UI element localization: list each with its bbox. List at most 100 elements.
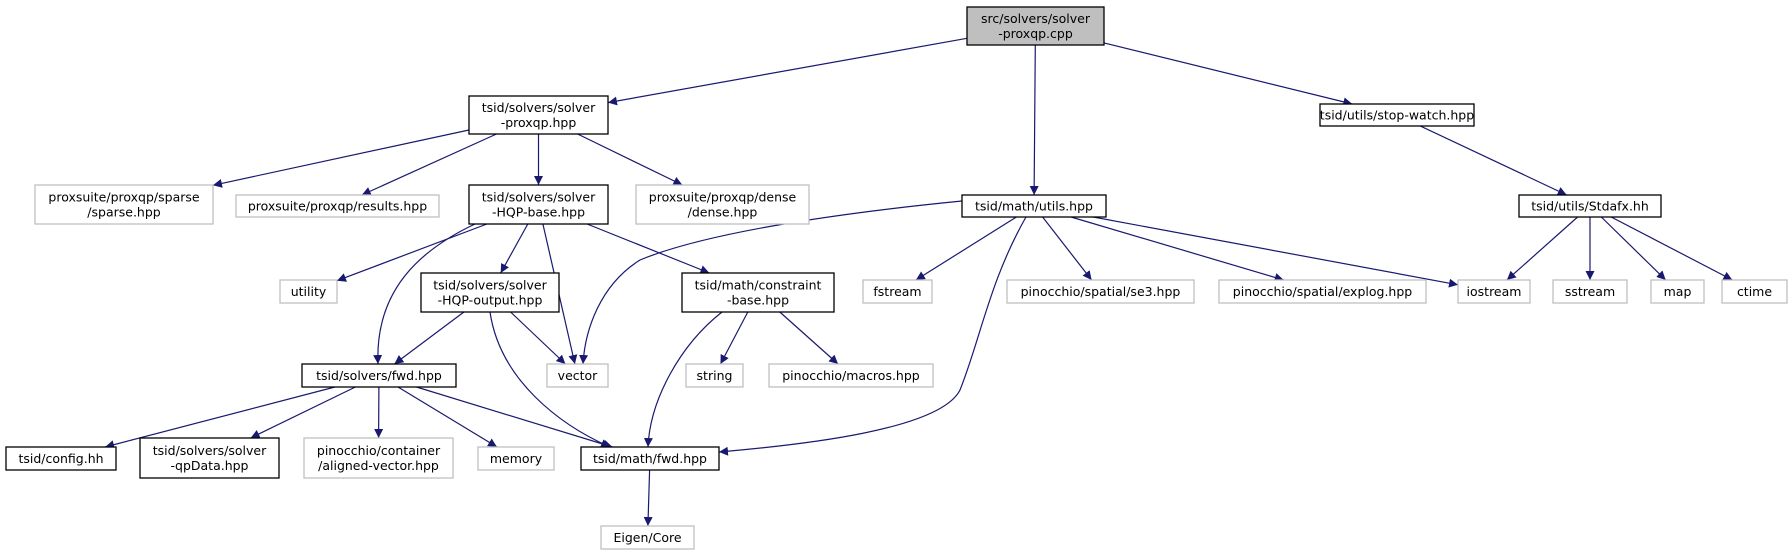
node-box bbox=[1650, 279, 1705, 304]
node-label-line: /dense.hpp bbox=[688, 205, 758, 220]
edge-hqp_base-to-utility bbox=[336, 223, 488, 282]
node-map: map bbox=[1650, 279, 1705, 304]
node-box bbox=[1218, 279, 1427, 304]
node-math-utils[interactable]: tsid/math/utils.hpp bbox=[961, 194, 1107, 218]
node-label-line: tsid/solvers/solver bbox=[482, 190, 596, 205]
edge-solvers_fwd-to-memory bbox=[397, 386, 498, 448]
node-label-line: tsid/solvers/solver bbox=[482, 100, 596, 115]
node-label-line: Eigen/Core bbox=[613, 530, 681, 545]
edge-hqp_output-to-math_fwd bbox=[489, 311, 611, 448]
node-label-line: proxsuite/proxqp/sparse bbox=[48, 190, 199, 205]
node-aligned-vector: pinocchio/container/aligned-vector.hpp bbox=[303, 437, 454, 479]
node-label-line: -proxqp.cpp bbox=[998, 26, 1073, 41]
node-box bbox=[961, 194, 1107, 218]
node-label-line: vector bbox=[558, 368, 599, 383]
edge-math_utils-to-fstream bbox=[915, 216, 1017, 281]
node-box bbox=[5, 446, 117, 471]
node-box bbox=[468, 184, 609, 225]
node-constraint-base[interactable]: tsid/math/constraint-base.hpp bbox=[681, 272, 835, 313]
edge-solvers_fwd-to-math_fwd bbox=[416, 386, 613, 449]
node-box bbox=[303, 437, 454, 479]
edge-math_utils-to-explog bbox=[1070, 216, 1284, 282]
node-label-line: pinocchio/container bbox=[317, 443, 441, 458]
edge-hqp_base-to-constraint_base bbox=[586, 223, 710, 274]
node-label-line: tsid/config.hh bbox=[18, 451, 103, 466]
node-hqp-base[interactable]: tsid/solvers/solver-HQP-base.hpp bbox=[468, 184, 609, 225]
node-box bbox=[1319, 103, 1475, 127]
node-solvers-fwd[interactable]: tsid/solvers/fwd.hpp bbox=[301, 363, 457, 388]
edge-constraint_base-to-math_fwd bbox=[643, 311, 723, 448]
node-iostream: iostream bbox=[1457, 279, 1531, 304]
node-box bbox=[635, 184, 810, 225]
edge-solver_proxqp_hpp-to-prox_dense bbox=[577, 133, 683, 186]
node-label-line: -proxqp.hpp bbox=[501, 115, 577, 130]
edge-solver_proxqp_hpp-to-prox_sparse bbox=[212, 129, 470, 188]
node-box bbox=[600, 525, 695, 550]
node-label-line: /aligned-vector.hpp bbox=[318, 458, 439, 473]
node-math-fwd[interactable]: tsid/math/fwd.hpp bbox=[580, 446, 720, 471]
node-box bbox=[34, 184, 214, 225]
node-prox-dense: proxsuite/proxqp/dense/dense.hpp bbox=[635, 184, 810, 225]
edge-math_utils-to-se3 bbox=[1042, 216, 1093, 281]
node-utility: utility bbox=[279, 279, 338, 304]
edge-solvers_fwd-to-config bbox=[104, 386, 336, 450]
node-prox-sparse: proxsuite/proxqp/sparse/sparse.hpp bbox=[34, 184, 214, 225]
node-se3: pinocchio/spatial/se3.hpp bbox=[1006, 279, 1195, 304]
node-memory: memory bbox=[477, 446, 555, 471]
node-label-line: map bbox=[1664, 284, 1692, 299]
edge-hqp_base-to-solvers_fwd bbox=[373, 223, 476, 365]
node-label-line: -HQP-base.hpp bbox=[492, 205, 585, 220]
node-config[interactable]: tsid/config.hh bbox=[5, 446, 117, 471]
node-label-line: -base.hpp bbox=[727, 293, 789, 308]
node-label-line: src/solvers/solver bbox=[981, 11, 1091, 26]
node-string: string bbox=[685, 363, 744, 388]
node-box bbox=[477, 446, 555, 471]
node-stop-watch[interactable]: tsid/utils/stop-watch.hpp bbox=[1319, 103, 1475, 127]
node-stdafx[interactable]: tsid/utils/Stdafx.hh bbox=[1518, 194, 1662, 218]
node-box bbox=[1721, 279, 1788, 304]
node-label-line: tsid/solvers/solver bbox=[153, 443, 267, 458]
node-box bbox=[768, 363, 934, 388]
node-eigen-core: Eigen/Core bbox=[600, 525, 695, 550]
node-label-line: utility bbox=[291, 284, 327, 299]
node-box bbox=[685, 363, 744, 388]
node-box bbox=[580, 446, 720, 471]
node-label-line: string bbox=[697, 368, 733, 383]
edge-constraint_base-to-string bbox=[719, 311, 749, 365]
node-label-line: -qpData.hpp bbox=[171, 458, 249, 473]
edge-solver_proxqp_hpp-to-prox_results bbox=[361, 133, 497, 196]
edge-hqp_output-to-solvers_fwd bbox=[394, 311, 465, 365]
node-explog: pinocchio/spatial/explog.hpp bbox=[1218, 279, 1427, 304]
node-box bbox=[301, 363, 457, 388]
node-label-line: tsid/utils/stop-watch.hpp bbox=[1320, 108, 1474, 123]
edge-root-to-stop_watch bbox=[1103, 42, 1353, 107]
node-box bbox=[862, 279, 933, 304]
node-label-line: ctime bbox=[1737, 284, 1772, 299]
node-label-line: sstream bbox=[1565, 284, 1615, 299]
node-pin-macros: pinocchio/macros.hpp bbox=[768, 363, 934, 388]
node-box bbox=[468, 95, 609, 135]
node-vector: vector bbox=[546, 363, 609, 388]
nodes-layer: src/solvers/solver-proxqp.cpp tsid/solver… bbox=[5, 6, 1788, 550]
node-label-line: proxsuite/proxqp/results.hpp bbox=[248, 199, 427, 214]
node-box bbox=[546, 363, 609, 388]
edge-constraint_base-to-pin_macros bbox=[779, 311, 839, 365]
edge-math_utils-to-math_fwd bbox=[718, 216, 1027, 456]
node-fstream: fstream bbox=[862, 279, 933, 304]
node-solver-proxqp-hpp[interactable]: tsid/solvers/solver-proxqp.hpp bbox=[468, 95, 609, 135]
edge-stop_watch-to-stdafx bbox=[1420, 125, 1567, 196]
node-qpdata[interactable]: tsid/solvers/solver-qpData.hpp bbox=[139, 437, 280, 479]
node-label-line: -HQP-output.hpp bbox=[438, 293, 543, 308]
edge-math_fwd-to-eigen_core bbox=[643, 469, 653, 527]
edge-math_utils-to-vector bbox=[579, 200, 963, 365]
edge-hqp_base-to-hqp_output bbox=[500, 223, 529, 274]
node-label-line: tsid/utils/Stdafx.hh bbox=[1531, 199, 1649, 214]
node-box bbox=[1518, 194, 1662, 218]
node-box bbox=[279, 279, 338, 304]
node-label-line: pinocchio/spatial/se3.hpp bbox=[1021, 284, 1181, 299]
edge-root-to-solver_proxqp_hpp bbox=[607, 37, 968, 106]
node-label-line: tsid/math/utils.hpp bbox=[975, 199, 1093, 214]
node-root[interactable]: src/solvers/solver-proxqp.cpp bbox=[966, 6, 1105, 46]
node-hqp-output[interactable]: tsid/solvers/solver-HQP-output.hpp bbox=[420, 272, 560, 313]
